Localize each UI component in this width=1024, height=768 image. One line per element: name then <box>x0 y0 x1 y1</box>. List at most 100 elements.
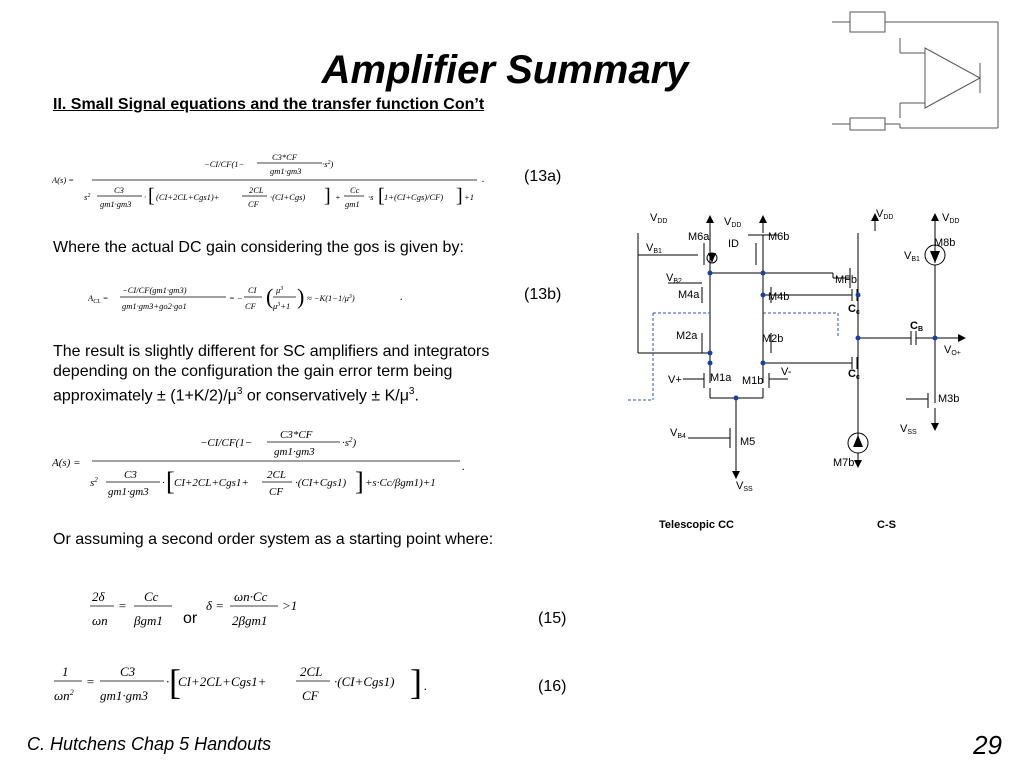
svg-text:VB2: VB2 <box>666 272 682 285</box>
svg-text:.: . <box>482 174 485 185</box>
svg-text:M8b: M8b <box>934 237 955 249</box>
svg-text:ωn2: ωn2 <box>54 688 74 703</box>
svg-text:[: [ <box>169 662 181 702</box>
telescopic-cc-circuit: VDD VDD VDD VDD VB1 M6a ID M6b VB2 M4a M… <box>628 208 966 493</box>
svg-text:VDD: VDD <box>942 212 959 225</box>
svg-text:1+(CI+Cgs)/CF): 1+(CI+Cgs)/CF) <box>384 192 443 202</box>
caption-telescopic: Telescopic CC <box>659 519 734 531</box>
svg-text:C3: C3 <box>120 664 136 679</box>
svg-text:−CI/CF(1−: −CI/CF(1− <box>204 159 244 169</box>
svg-text:Cc: Cc <box>144 589 159 604</box>
svg-text:M6b: M6b <box>768 231 789 243</box>
svg-text:s2: s2 <box>84 192 90 202</box>
equation-13b: ACL = −CI/CF(gm1·gm3) gm1·gm3+go2·go1 = … <box>88 284 403 311</box>
svg-text:Cc: Cc <box>848 368 860 381</box>
svg-text:]: ] <box>410 662 422 702</box>
slide-subtitle: II. Small Signal equations and the trans… <box>53 96 485 113</box>
svg-text:·s2): ·s2) <box>342 436 357 449</box>
equation-13a: A(s) = C3*CF −CI/CF(1− gm1·gm3 ·s2) s2 C… <box>52 152 485 209</box>
svg-text:V+: V+ <box>668 374 682 386</box>
svg-text:·: · <box>144 192 146 202</box>
svg-text:·(CI+Cgs): ·(CI+Cgs) <box>270 192 305 202</box>
svg-text:[: [ <box>148 185 155 207</box>
svg-text:CF: CF <box>245 301 257 311</box>
svg-text:]: ] <box>456 185 463 207</box>
svg-text:]: ] <box>324 185 331 207</box>
svg-text:MFb: MFb <box>835 274 857 286</box>
svg-text:VSS: VSS <box>736 480 753 493</box>
svg-text:VB4: VB4 <box>670 427 686 440</box>
svg-text:C3*CF: C3*CF <box>280 429 313 441</box>
svg-text:s2: s2 <box>90 476 98 489</box>
svg-text:μ3: μ3 <box>275 285 283 295</box>
svg-text:·s: ·s <box>368 192 374 202</box>
svg-text:VDD: VDD <box>724 216 741 229</box>
svg-text:2δ: 2δ <box>92 589 106 604</box>
svg-text:gm1·gm3: gm1·gm3 <box>274 446 315 458</box>
svg-text:2CL: 2CL <box>249 185 264 195</box>
svg-text:gm1·gm3: gm1·gm3 <box>108 486 149 498</box>
svg-text:gm1·gm3: gm1·gm3 <box>270 166 301 176</box>
para-result: The result is slightly different for SC … <box>53 342 489 406</box>
svg-text:>1: >1 <box>282 598 297 613</box>
svg-text:VDD: VDD <box>876 208 893 221</box>
svg-text:M1b: M1b <box>742 375 763 387</box>
svg-text:−CI/CF(gm1·gm3): −CI/CF(gm1·gm3) <box>122 285 187 295</box>
svg-text:M1a: M1a <box>710 372 732 384</box>
svg-text:.: . <box>462 459 465 473</box>
svg-text:CB: CB <box>910 320 923 333</box>
svg-text:ωn: ωn <box>92 613 108 628</box>
para-second-order: Or assuming a second order system as a s… <box>53 531 494 548</box>
svg-text:+1: +1 <box>464 192 474 202</box>
svg-text:): ) <box>297 284 304 309</box>
svg-text:·: · <box>162 477 165 489</box>
svg-text:[: [ <box>166 467 175 496</box>
svg-text:.: . <box>424 678 427 693</box>
page-number: 29 <box>973 730 1002 760</box>
svg-text:=: = <box>86 674 95 689</box>
svg-text:[: [ <box>378 185 385 207</box>
svg-text:M5: M5 <box>740 436 755 448</box>
svg-text:M7b: M7b <box>833 457 854 469</box>
svg-text:CF: CF <box>302 688 320 703</box>
svg-text:A(s) =: A(s) = <box>52 457 81 469</box>
svg-text:·(CI+Cgs1): ·(CI+Cgs1) <box>295 477 346 489</box>
svg-text:M2b: M2b <box>762 333 783 345</box>
svg-text:VB1: VB1 <box>646 242 662 255</box>
svg-text:C3*CF: C3*CF <box>272 152 298 162</box>
svg-text:C3: C3 <box>124 469 137 481</box>
eq16-label: (16) <box>538 678 567 695</box>
svg-text:−CI/CF(1−: −CI/CF(1− <box>200 437 252 449</box>
svg-text:CI+2CL+Cgs1+: CI+2CL+Cgs1+ <box>178 674 266 689</box>
svg-text:.: . <box>400 289 403 303</box>
opamp-thumbnail <box>832 11 999 131</box>
svg-text:2βgm1: 2βgm1 <box>232 613 267 628</box>
svg-text:VO+: VO+ <box>944 344 961 357</box>
svg-text:=: = <box>118 598 127 613</box>
svg-text:+s·Cc/βgm1)+1: +s·Cc/βgm1)+1 <box>365 477 436 489</box>
or-word: or <box>183 610 198 627</box>
svg-text:gm1·gm3: gm1·gm3 <box>100 199 131 209</box>
footer-author: C. Hutchens Chap 5 Handouts <box>27 734 272 754</box>
svg-text:CI: CI <box>248 285 258 295</box>
svg-text:(: ( <box>266 284 273 309</box>
svg-text:Cc: Cc <box>350 185 360 195</box>
equation-14: A(s) = C3*CF −CI/CF(1− gm1·gm3 ·s2) s2 C… <box>52 429 465 498</box>
svg-text:VSS: VSS <box>900 423 917 436</box>
svg-text:V-: V- <box>781 366 792 378</box>
svg-text:(CI+2CL+Cgs1)+: (CI+2CL+Cgs1)+ <box>156 192 220 202</box>
svg-text:gm1·gm3: gm1·gm3 <box>100 688 149 703</box>
svg-text:M6a: M6a <box>688 231 710 243</box>
svg-text:M2a: M2a <box>676 330 698 342</box>
eq13b-label: (13b) <box>524 286 562 303</box>
para-result-line3: approximately ± (1+K/2)/μ3 or conservati… <box>53 386 419 405</box>
svg-text:+: + <box>335 192 341 202</box>
svg-text:CF: CF <box>269 486 283 498</box>
svg-text:2CL: 2CL <box>267 469 286 481</box>
svg-text:1: 1 <box>62 664 69 679</box>
slide-title: Amplifier Summary <box>321 48 689 92</box>
svg-text:2CL: 2CL <box>300 664 322 679</box>
svg-text:VDD: VDD <box>650 212 667 225</box>
svg-text:·(CI+Cgs1): ·(CI+Cgs1) <box>334 674 394 689</box>
svg-text:ID: ID <box>728 238 739 250</box>
